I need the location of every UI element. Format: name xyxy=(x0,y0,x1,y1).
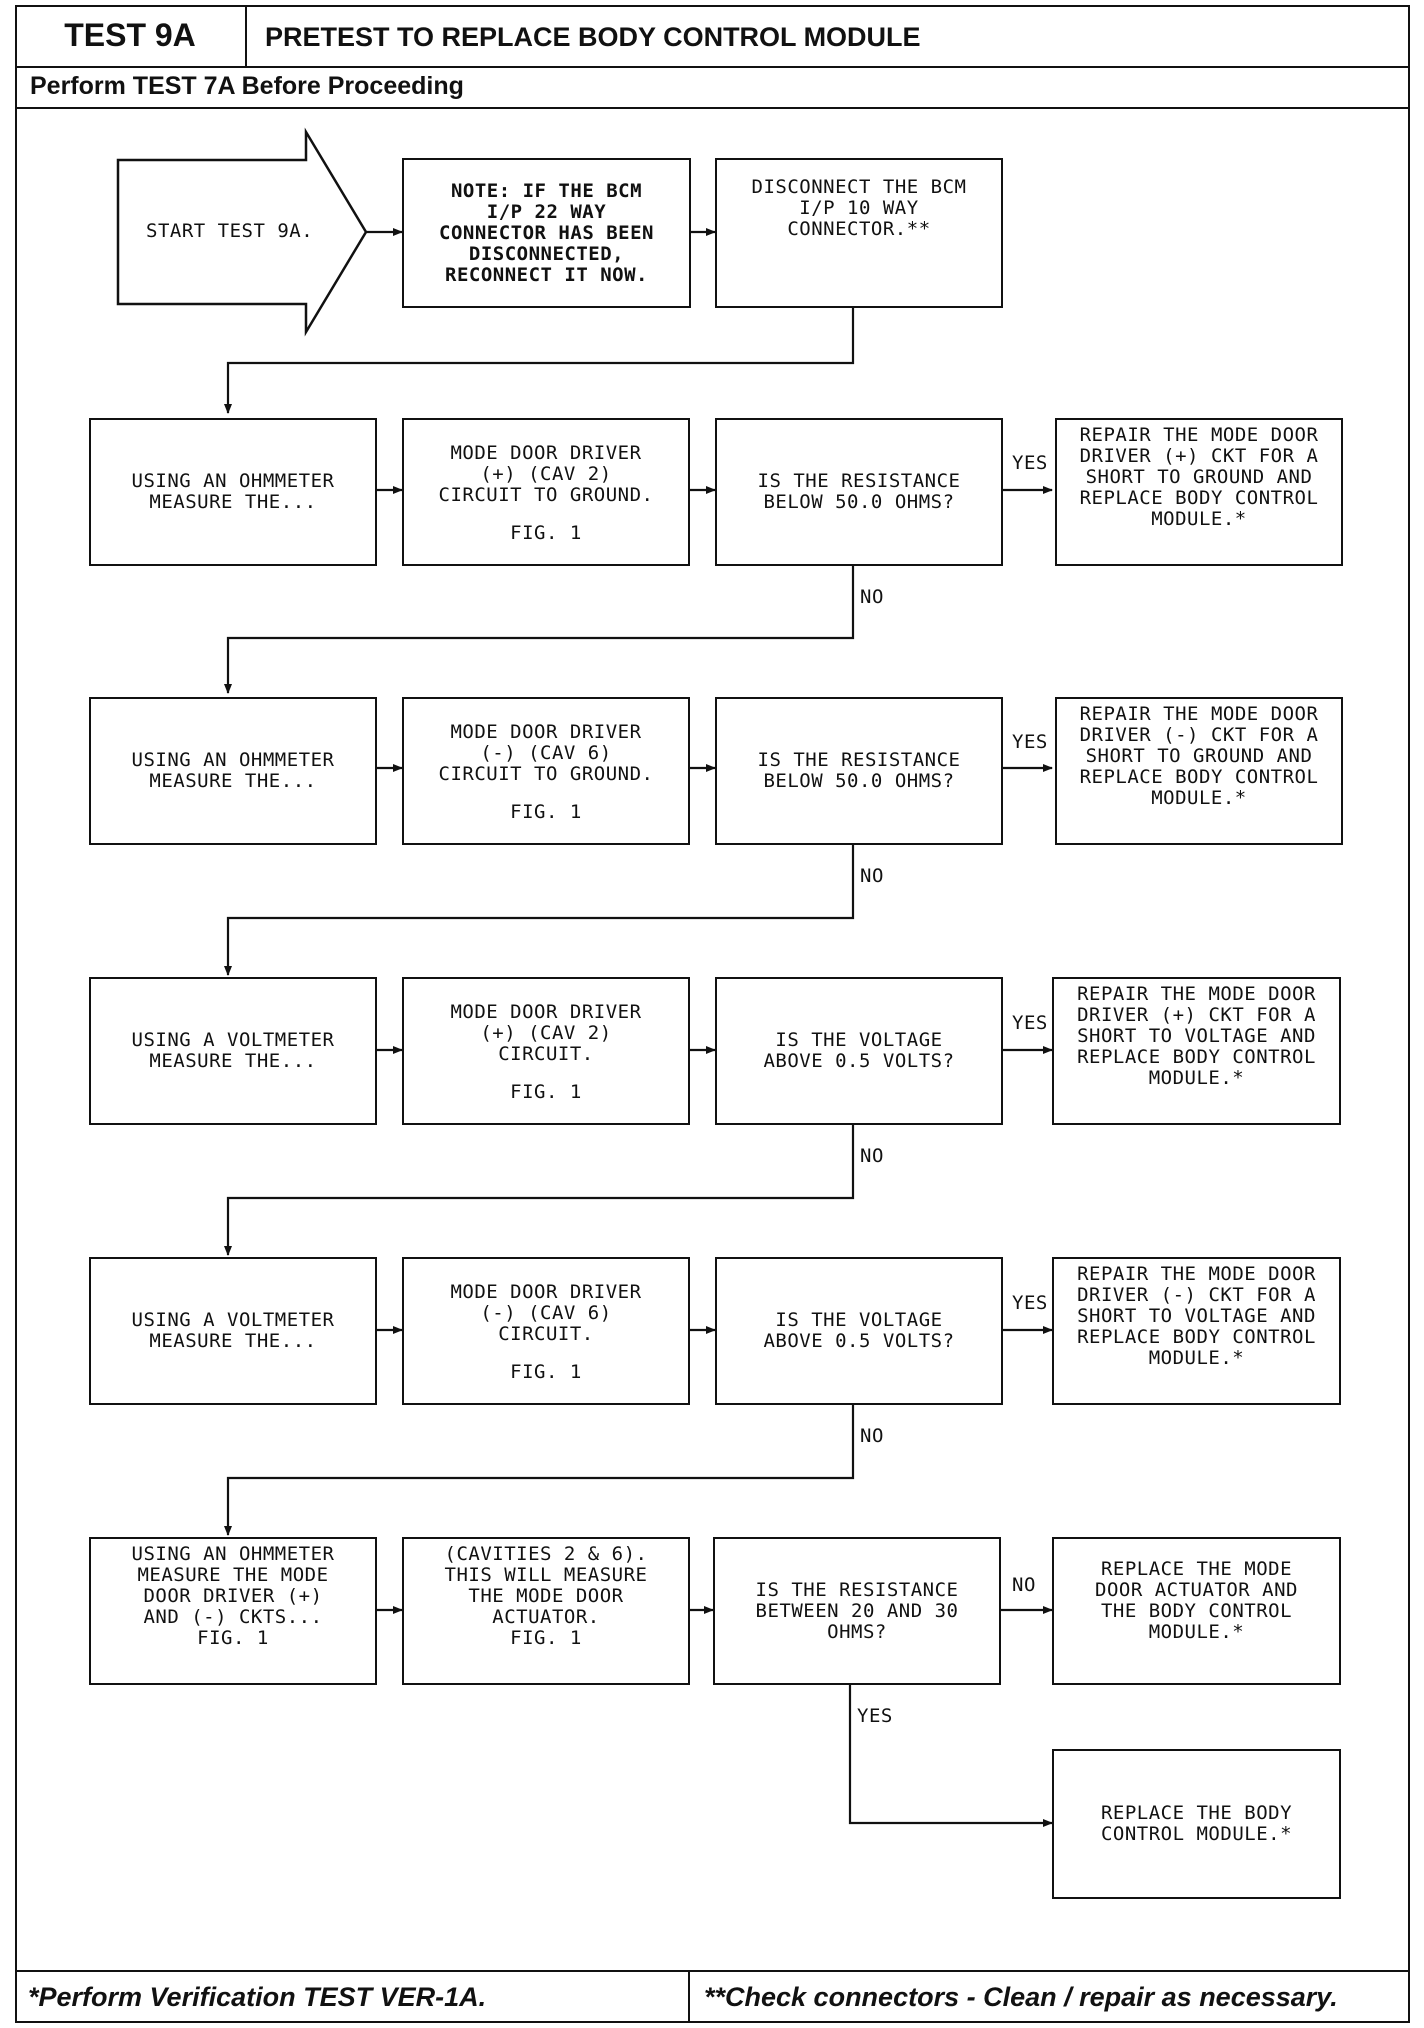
r2-fig-ref: FIG. 1 xyxy=(510,801,582,823)
arrow-r2-no xyxy=(224,845,855,976)
arrow-r3-no xyxy=(224,1125,855,1256)
r5-question-box: IS THE RESISTANCE BETWEEN 20 AND 30 OHMS… xyxy=(713,1537,1001,1685)
r1-measure-box: USING AN OHMMETER MEASURE THE... xyxy=(89,418,377,566)
r5-measure-box: USING AN OHMMETER MEASURE THE MODE DOOR … xyxy=(89,1537,377,1685)
r4-question-box: IS THE VOLTAGE ABOVE 0.5 VOLTS? xyxy=(715,1257,1003,1405)
r4-measure-box: USING A VOLTMETER MEASURE THE... xyxy=(89,1257,377,1405)
start-arrow-shape xyxy=(116,127,368,337)
arrow-r1-no xyxy=(224,566,855,694)
arrow-disconnect-to-row1 xyxy=(224,308,855,414)
r1-result-box: REPAIR THE MODE DOOR DRIVER (+) CKT FOR … xyxy=(1055,418,1343,566)
r1-question-box: IS THE RESISTANCE BELOW 50.0 OHMS? xyxy=(715,418,1003,566)
footer-verification-note: *Perform Verification TEST VER-1A. xyxy=(28,1982,487,2012)
page-title: PRETEST TO REPLACE BODY CONTROL MODULE xyxy=(265,22,921,52)
r3-yes-label: YES xyxy=(1012,1012,1048,1034)
r2-question-box: IS THE RESISTANCE BELOW 50.0 OHMS? xyxy=(715,697,1003,845)
r1-yes-label: YES xyxy=(1012,452,1048,474)
final-result-box: REPLACE THE BODY CONTROL MODULE.* xyxy=(1052,1749,1341,1899)
r2-measure-box: USING AN OHMMETER MEASURE THE... xyxy=(89,697,377,845)
r3-no-label: NO xyxy=(860,1145,884,1167)
arrow-r5-yes xyxy=(848,1685,1053,1827)
footer-separator xyxy=(688,1970,690,2023)
arrow-r4-no xyxy=(224,1405,855,1536)
r4-yes-label: YES xyxy=(1012,1292,1048,1314)
r3-circuit-box: MODE DOOR DRIVER (+) (CAV 2) CIRCUIT.FIG… xyxy=(402,977,690,1125)
r2-circuit-box: MODE DOOR DRIVER (-) (CAV 6) CIRCUIT TO … xyxy=(402,697,690,845)
r5-result-box: REPLACE THE MODE DOOR ACTUATOR AND THE B… xyxy=(1052,1537,1341,1685)
r4-result-box: REPAIR THE MODE DOOR DRIVER (-) CKT FOR … xyxy=(1052,1257,1341,1405)
r2-result-box: REPAIR THE MODE DOOR DRIVER (-) CKT FOR … xyxy=(1055,697,1343,845)
r2-yes-label: YES xyxy=(1012,731,1048,753)
page-frame xyxy=(15,5,1410,2023)
page-subtitle: Perform TEST 7A Before Proceeding xyxy=(30,72,464,100)
r4-circuit-box: MODE DOOR DRIVER (-) (CAV 6) CIRCUIT.FIG… xyxy=(402,1257,690,1405)
r3-question-box: IS THE VOLTAGE ABOVE 0.5 VOLTS? xyxy=(715,977,1003,1125)
r2-no-label: NO xyxy=(860,865,884,887)
r1-fig-ref: FIG. 1 xyxy=(510,522,582,544)
r1-circuit-box: MODE DOOR DRIVER (+) (CAV 2) CIRCUIT TO … xyxy=(402,418,690,566)
r3-measure-box: USING A VOLTMETER MEASURE THE... xyxy=(89,977,377,1125)
r4-no-label: NO xyxy=(860,1425,884,1447)
start-test-label: START TEST 9A. xyxy=(146,220,314,242)
test-tag: TEST 9A xyxy=(15,5,247,68)
subtitle-divider xyxy=(15,107,1410,109)
r5-circuit-box: (CAVITIES 2 & 6). THIS WILL MEASURE THE … xyxy=(402,1537,690,1685)
r5-yes-label: YES xyxy=(857,1705,893,1727)
footer-divider xyxy=(15,1970,1410,1972)
r1-no-label: NO xyxy=(860,586,884,608)
footer-connector-note: **Check connectors - Clean / repair as n… xyxy=(704,1982,1338,2012)
r4-fig-ref: FIG. 1 xyxy=(510,1361,582,1383)
r3-fig-ref: FIG. 1 xyxy=(510,1081,582,1103)
note-box: NOTE: IF THE BCM I/P 22 WAY CONNECTOR HA… xyxy=(402,158,691,308)
r5-no-label: NO xyxy=(1012,1574,1036,1596)
disconnect-box: DISCONNECT THE BCM I/P 10 WAY CONNECTOR.… xyxy=(715,158,1003,308)
r3-result-box: REPAIR THE MODE DOOR DRIVER (+) CKT FOR … xyxy=(1052,977,1341,1125)
header-divider xyxy=(247,66,1410,68)
